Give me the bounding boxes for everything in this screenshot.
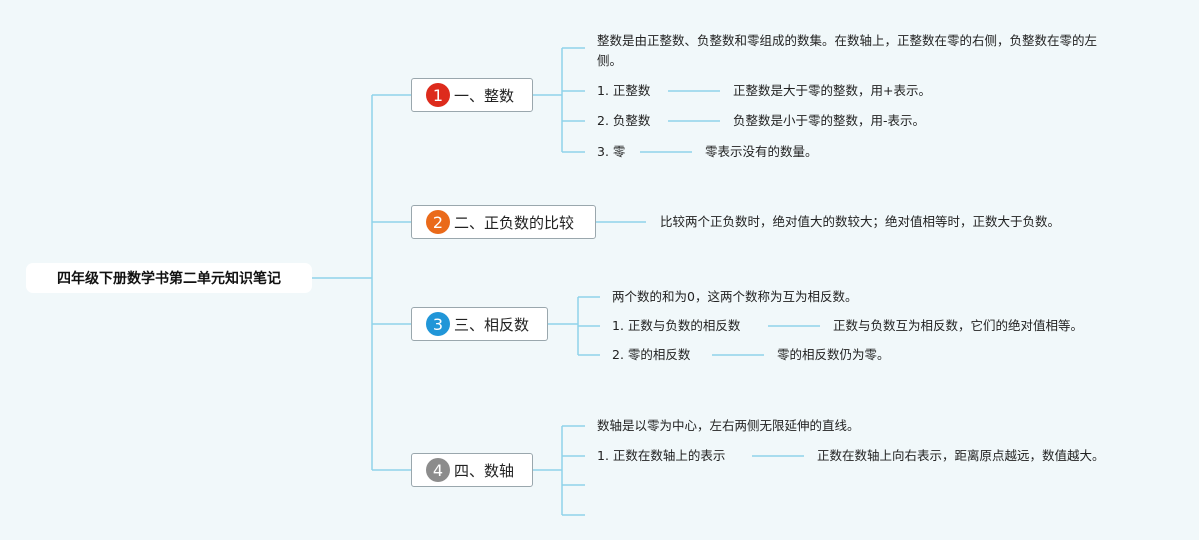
branch-3-node[interactable]: 3 三、相反数 (411, 307, 548, 341)
branch-4-item-1-desc: 正数在数轴上向右表示，距离原点越远，数值越大。 (817, 448, 1105, 463)
branch-2-desc: 比较两个正负数时，绝对值大的数较大；绝对值相等时，正数大于负数。 (660, 214, 1061, 229)
branch-2-number-badge: 2 (426, 210, 450, 234)
branch-1-item-3-desc: 零表示没有的数量。 (705, 144, 818, 159)
branch-4-label: 四、数轴 (454, 461, 515, 480)
branch-3-label: 三、相反数 (454, 315, 530, 334)
branch-4-item-1-label: 1. 正数在数轴上的表示 (597, 448, 726, 463)
branch-4-intro: 数轴是以零为中心，左右两侧无限延伸的直线。 (597, 418, 860, 433)
branch-3-intro: 两个数的和为0，这两个数称为互为相反数。 (612, 289, 858, 304)
branch-1-item-1-desc: 正整数是大于零的整数，用+表示。 (733, 83, 931, 98)
branch-1-label: 一、整数 (454, 86, 515, 105)
branch-3-item-2-label: 2. 零的相反数 (612, 347, 691, 362)
branch-2-label: 二、正负数的比较 (454, 213, 575, 232)
branch-1-item-3-label: 3. 零 (597, 144, 626, 159)
branch-4-node[interactable]: 4 四、数轴 (411, 453, 533, 487)
branch-3-item-1-label: 1. 正数与负数的相反数 (612, 318, 741, 333)
branch-1-intro: 整数是由正整数、负整数和零组成的数集。在数轴上，正整数在零的右侧，负整数在零的左… (597, 33, 1098, 68)
branch-4-number-badge: 4 (426, 458, 450, 482)
root-title: 四年级下册数学书第二单元知识笔记 (57, 271, 281, 287)
branch-3-number-badge: 3 (426, 312, 450, 336)
branch-3-item-2-desc: 零的相反数仍为零。 (777, 347, 890, 362)
branch-1-number-badge: 1 (426, 83, 450, 107)
branch-1-node[interactable]: 1 一、整数 (411, 78, 533, 112)
root-node[interactable]: 四年级下册数学书第二单元知识笔记 (26, 263, 312, 293)
branch-1-item-1-label: 1. 正整数 (597, 83, 651, 98)
branch-1-item-2-label: 2. 负整数 (597, 113, 651, 128)
branch-1-item-2-desc: 负整数是小于零的整数，用-表示。 (733, 113, 926, 128)
branch-3-item-1-desc: 正数与负数互为相反数，它们的绝对值相等。 (833, 318, 1084, 333)
branch-2-node[interactable]: 2 二、正负数的比较 (411, 205, 596, 239)
